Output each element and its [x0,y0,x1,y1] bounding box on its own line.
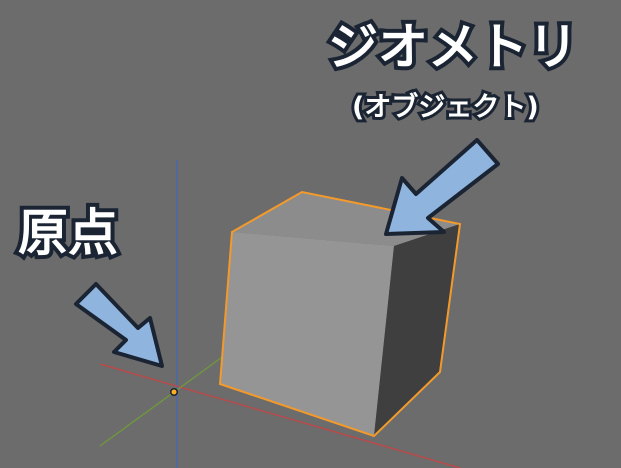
x-axis-line [99,363,461,468]
origin-dot-icon [170,388,178,396]
geometry-callout-sublabel: (オブジェクト) [349,91,542,124]
origin-callout-label: 原点 [14,204,122,262]
origin-arrow-icon [74,282,164,368]
cube-selection-outline [218,190,462,438]
geometry-arrow-icon [384,138,500,236]
geometry-callout-label: ジオメトリ [324,18,582,76]
cube-front-face [220,232,394,436]
cube-side-face [374,224,460,436]
